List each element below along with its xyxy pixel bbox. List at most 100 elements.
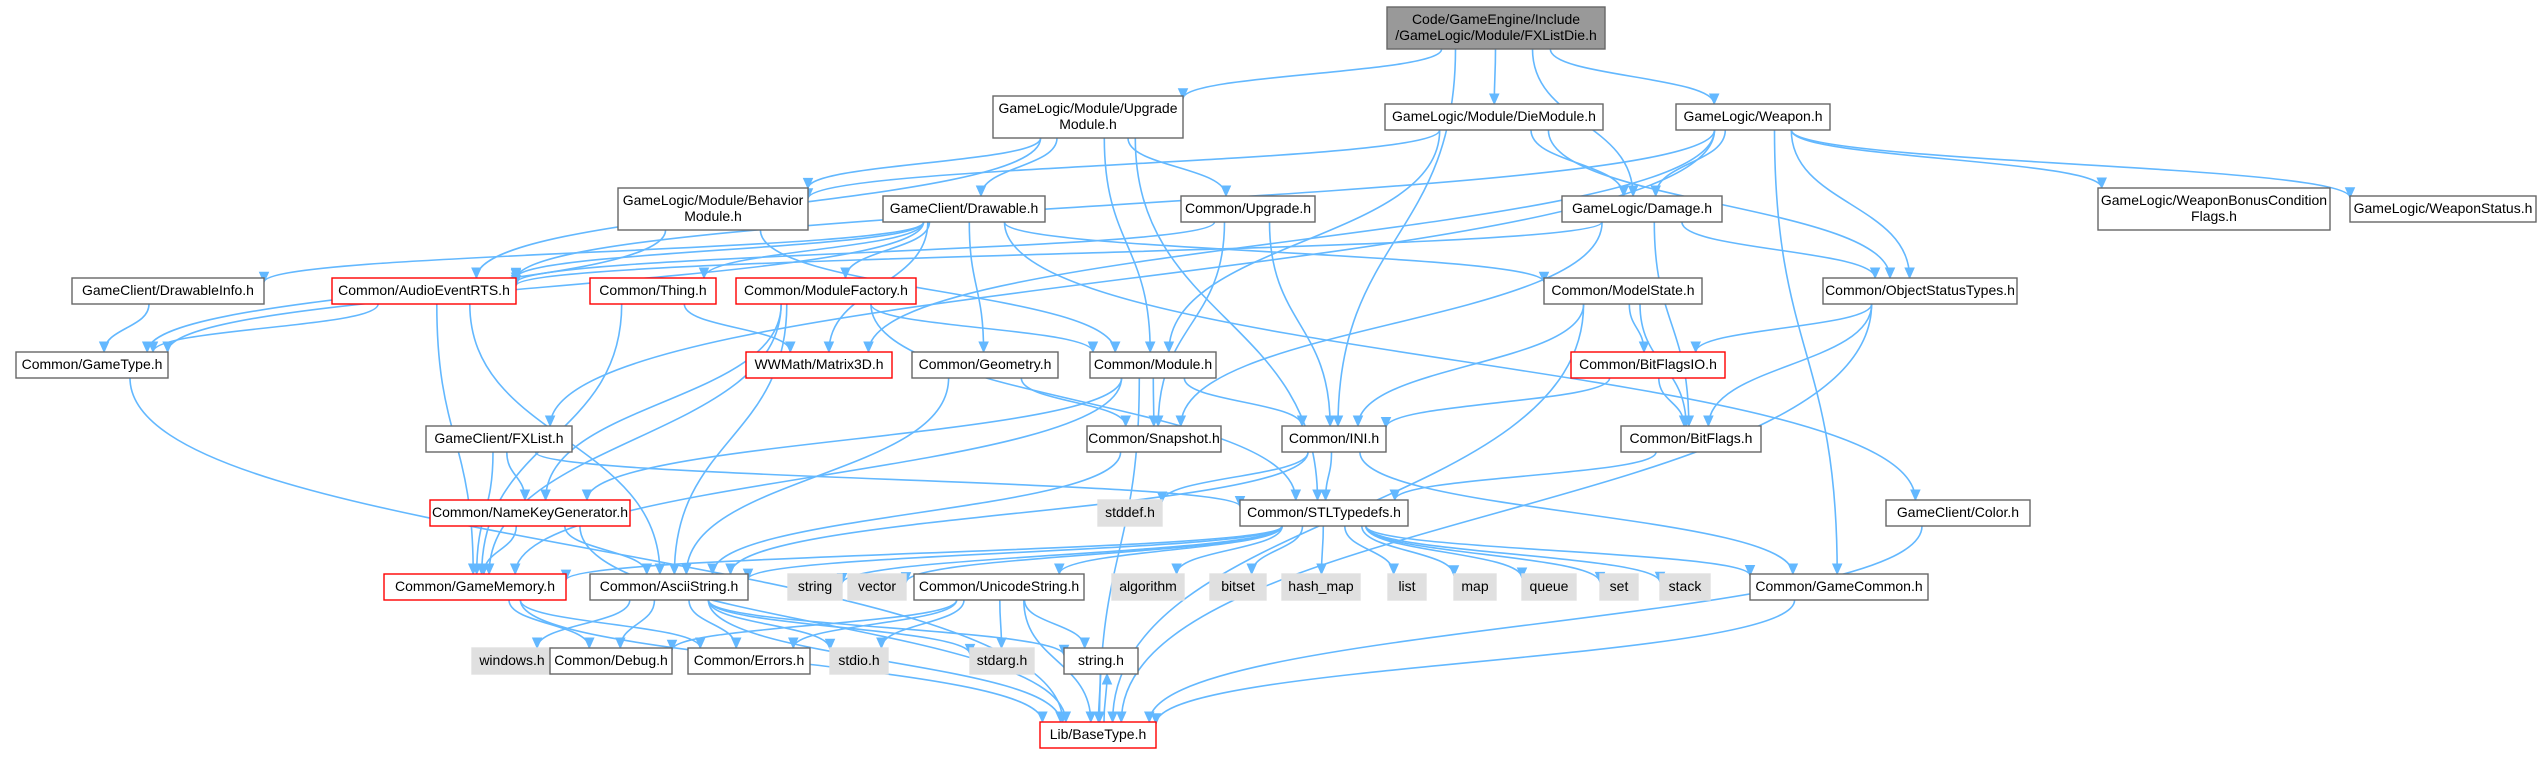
- edge-arrowhead: [1220, 185, 1232, 198]
- node-label: Common/INI.h: [1289, 430, 1379, 446]
- edge-arrowhead: [1148, 415, 1160, 428]
- node-weapon-status[interactable]: GameLogic/WeaponStatus.h: [2349, 195, 2537, 223]
- edge-line: [1790, 129, 1911, 279]
- node-box: [589, 573, 749, 601]
- node-upgrade[interactable]: Common/Upgrade.h: [1180, 195, 1316, 223]
- node-ini[interactable]: Common/INI.h: [1281, 425, 1387, 453]
- node-label: GameLogic/WeaponStatus.h: [2354, 200, 2533, 216]
- edge-arrowhead: [1246, 563, 1257, 576]
- node-ascii-string[interactable]: Common/AsciiString.h: [589, 573, 749, 601]
- edge-line: [1127, 137, 1227, 197]
- edge-line: [1394, 451, 1657, 501]
- node-string[interactable]: string: [787, 573, 843, 601]
- node-drawable-info[interactable]: GameClient/DrawableInfo.h: [71, 277, 265, 305]
- node-model-state[interactable]: Common/ModelState.h: [1543, 277, 1703, 305]
- node-audio-event[interactable]: Common/AudioEventRTS.h: [331, 277, 517, 305]
- edge-line: [515, 221, 1216, 284]
- node-root[interactable]: Code/GameEngine/Include/GameLogic/Module…: [1386, 6, 1606, 50]
- node-label: hash_map: [1288, 578, 1354, 594]
- node-fxlist[interactable]: GameClient/FXList.h: [425, 425, 573, 453]
- edge-weapon-to-weapon_status: [1790, 129, 2356, 199]
- node-algorithm[interactable]: algorithm: [1111, 573, 1185, 601]
- edge-line: [671, 599, 958, 651]
- edge-ini-to-stl_typedefs: [1320, 451, 1333, 502]
- node-label: GameLogic/WeaponBonusCondition: [2101, 192, 2327, 208]
- edge-drawable-to-drawable_info: [258, 221, 925, 284]
- edge-module-to-ini: [1183, 377, 1308, 428]
- edge-line: [1790, 129, 2103, 189]
- node-unicode-string[interactable]: Common/UnicodeString.h: [913, 573, 1085, 601]
- node-namekey[interactable]: Common/NameKeyGenerator.h: [429, 499, 631, 527]
- node-stdarg[interactable]: stdarg.h: [969, 647, 1035, 675]
- dependency-edges: [98, 48, 2356, 726]
- node-label: queue: [1530, 578, 1569, 594]
- edge-snapshot-to-ascii_string: [707, 451, 1122, 576]
- node-box: [1659, 573, 1711, 601]
- node-object-status[interactable]: Common/ObjectStatusTypes.h: [1822, 277, 2018, 305]
- edge-drawable-to-module_factory: [840, 221, 931, 280]
- node-game-memory[interactable]: Common/GameMemory.h: [383, 573, 567, 601]
- node-thing[interactable]: Common/Thing.h: [589, 277, 717, 305]
- node-drawable[interactable]: GameClient/Drawable.h: [882, 195, 1046, 223]
- edge-module_factory-to-stl_typedefs: [870, 303, 1302, 502]
- edge-line: [905, 525, 1283, 583]
- node-label: windows.h: [478, 652, 544, 668]
- edge-arrowhead: [1316, 563, 1327, 576]
- edge-line: [1148, 525, 1923, 723]
- node-stdio[interactable]: stdio.h: [829, 647, 889, 675]
- edge-line: [1654, 129, 1727, 197]
- node-bitflags-io[interactable]: Common/BitFlagsIO.h: [1570, 351, 1726, 379]
- node-stl-typedefs[interactable]: Common/STLTypedefs.h: [1239, 499, 1409, 527]
- node-errors[interactable]: Common/Errors.h: [687, 647, 811, 675]
- edge-arrowhead: [1175, 415, 1187, 428]
- node-map[interactable]: map: [1453, 573, 1497, 601]
- node-base-type[interactable]: Lib/BaseType.h: [1039, 721, 1157, 749]
- node-game-common[interactable]: Common/GameCommon.h: [1749, 573, 1929, 601]
- node-hash-map[interactable]: hash_map: [1281, 573, 1361, 601]
- node-list[interactable]: list: [1387, 573, 1427, 601]
- node-debug[interactable]: Common/Debug.h: [549, 647, 673, 675]
- node-game-type[interactable]: Common/GameType.h: [15, 351, 169, 379]
- node-windows[interactable]: windows.h: [471, 647, 553, 675]
- node-set[interactable]: set: [1599, 573, 1639, 601]
- edge-line: [1155, 599, 1796, 724]
- node-string-h[interactable]: string.h: [1063, 647, 1139, 675]
- node-die-module[interactable]: GameLogic/Module/DieModule.h: [1384, 103, 1604, 131]
- node-box: [687, 647, 811, 675]
- node-matrix3d[interactable]: WWMath/Matrix3D.h: [745, 351, 893, 379]
- node-module-factory[interactable]: Common/ModuleFactory.h: [735, 277, 917, 305]
- edge-object_status-to-base_type: [1116, 303, 1873, 724]
- node-stack[interactable]: stack: [1659, 573, 1711, 601]
- edge-arrowhead: [1538, 271, 1550, 284]
- edge-arrowhead: [1290, 489, 1302, 502]
- node-color[interactable]: GameClient/Color.h: [1885, 499, 2031, 527]
- node-stddef[interactable]: stddef.h: [1097, 499, 1163, 527]
- node-box: [429, 499, 631, 527]
- edge-arrowhead: [1320, 489, 1331, 502]
- node-geometry[interactable]: Common/Geometry.h: [911, 351, 1059, 379]
- node-label: Code/GameEngine/Include: [1412, 11, 1580, 27]
- node-vector[interactable]: vector: [847, 573, 907, 601]
- edge-arrowhead: [1093, 711, 1104, 724]
- edge-arrowhead: [1448, 565, 1460, 577]
- node-label: Common/UnicodeString.h: [919, 578, 1079, 594]
- edge-line: [534, 451, 1241, 508]
- edge-line: [565, 525, 1283, 581]
- node-weapon[interactable]: GameLogic/Weapon.h: [1675, 103, 1831, 131]
- node-bitset[interactable]: bitset: [1209, 573, 1267, 601]
- edge-arrowhead: [681, 563, 692, 576]
- edge-line: [1020, 377, 1127, 427]
- node-queue[interactable]: queue: [1521, 573, 1577, 601]
- node-damage[interactable]: GameLogic/Damage.h: [1561, 195, 1723, 223]
- edge-stl_typedefs-to-algorithm: [1171, 525, 1283, 576]
- node-module[interactable]: Common/Module.h: [1089, 351, 1217, 379]
- node-bitflags[interactable]: Common/BitFlags.h: [1620, 425, 1762, 453]
- node-label: Flags.h: [2191, 208, 2237, 224]
- node-box: [1561, 195, 1723, 223]
- node-snapshot[interactable]: Common/Snapshot.h: [1086, 425, 1222, 453]
- edge-weapon-to-object_status: [1790, 129, 1915, 280]
- edge-stl_typedefs-to-ascii_string: [742, 525, 1283, 581]
